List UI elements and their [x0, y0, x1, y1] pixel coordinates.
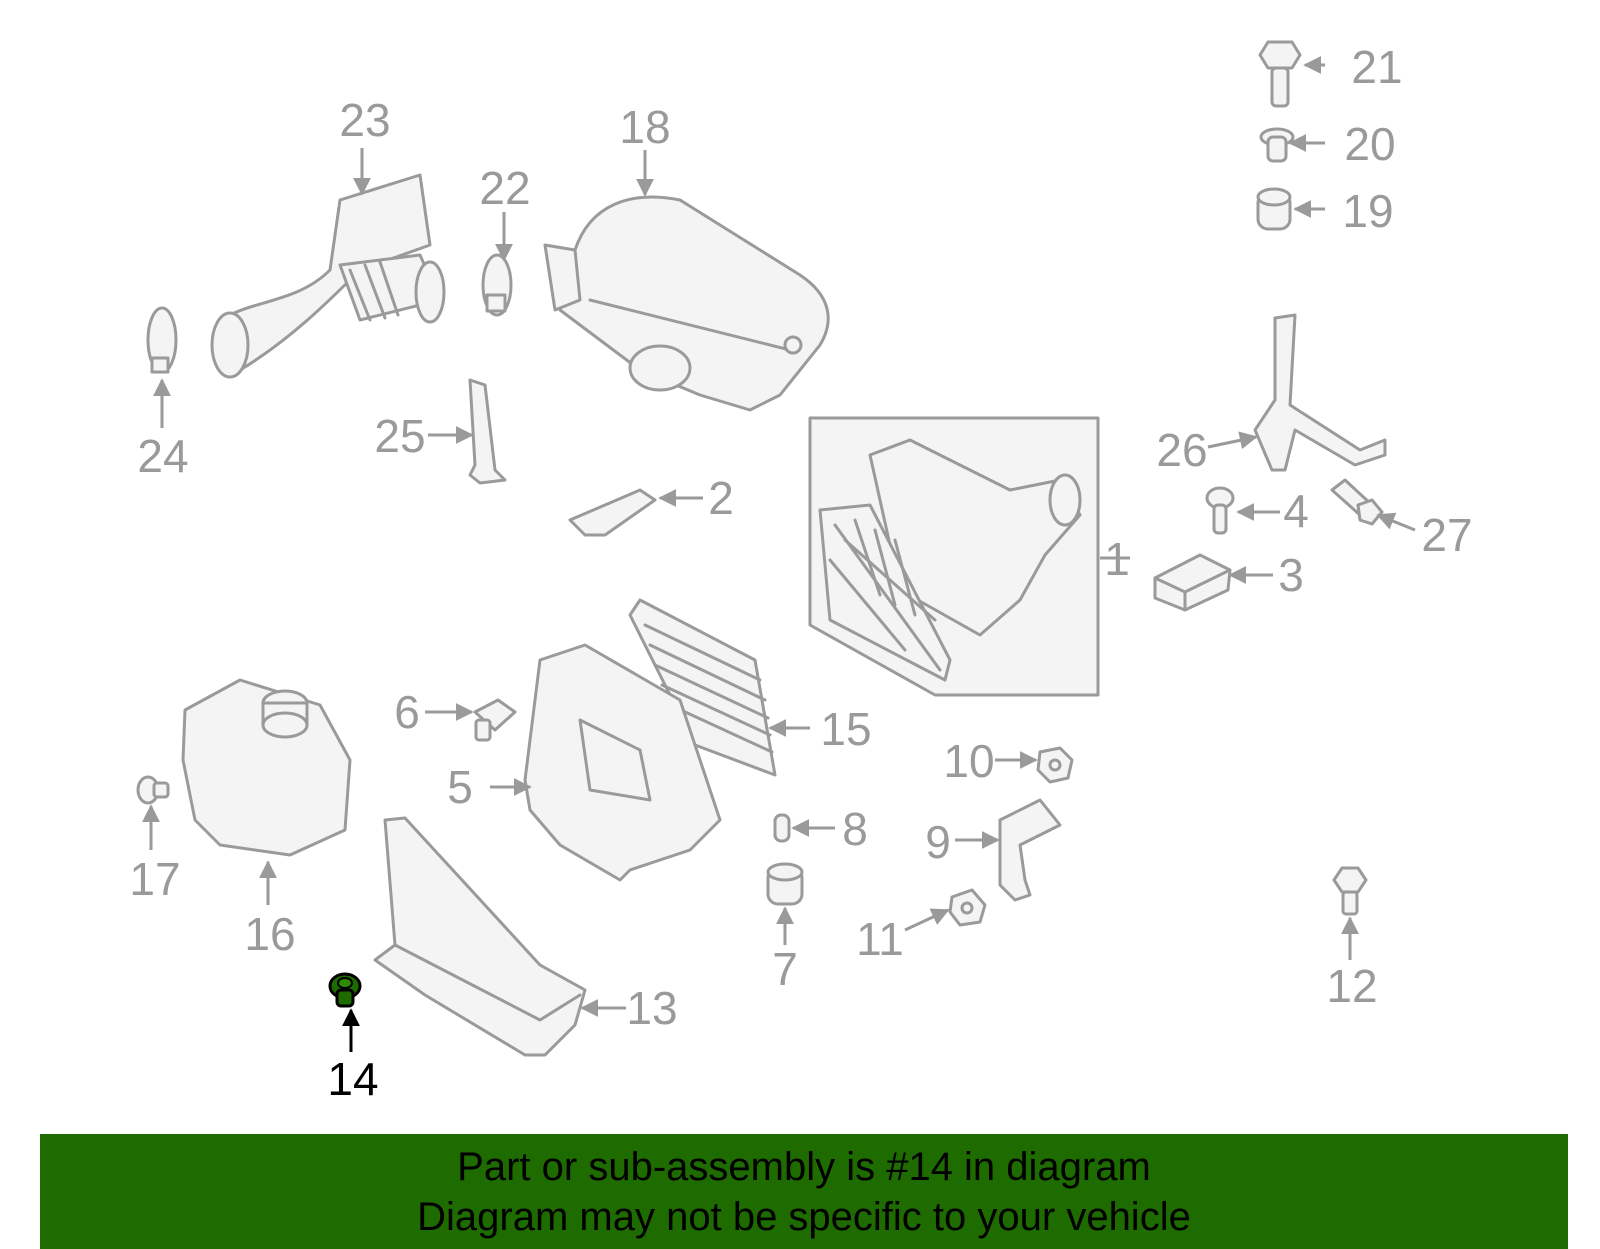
part-8-pin[interactable]	[773, 813, 791, 843]
part-11-nut[interactable]	[948, 888, 987, 927]
callout-19[interactable]: 19	[1342, 185, 1393, 237]
part-27-bolt[interactable]	[1330, 478, 1384, 526]
callout-5[interactable]: 5	[447, 761, 473, 813]
part-13-duct[interactable]	[373, 816, 587, 1057]
part-16-resonator[interactable]	[181, 678, 352, 857]
callout-13[interactable]: 13	[626, 982, 677, 1034]
callout-17[interactable]: 17	[129, 853, 180, 905]
callout-2[interactable]: 2	[708, 472, 734, 524]
part-24-hose-clamp[interactable]	[146, 306, 178, 374]
callout-3[interactable]: 3	[1278, 549, 1304, 601]
callout-27[interactable]: 27	[1421, 509, 1472, 561]
banner-part-notice: Part or sub-assembly is #14 in diagram	[457, 1144, 1151, 1189]
callout-8[interactable]: 8	[842, 803, 868, 855]
callout-4[interactable]: 4	[1283, 485, 1309, 537]
callout-21[interactable]: 21	[1351, 41, 1402, 93]
part-7-grommet[interactable]	[766, 862, 804, 906]
part-14-clip-highlighted[interactable]	[328, 972, 362, 1008]
callout-12[interactable]: 12	[1326, 960, 1377, 1012]
callout-10[interactable]: 10	[943, 735, 994, 787]
callout-14-highlighted[interactable]: 14	[327, 1053, 378, 1105]
part-22-clamp[interactable]	[481, 253, 513, 317]
part-9-bracket[interactable]	[998, 798, 1062, 902]
part-10-nut[interactable]	[1036, 746, 1074, 784]
callout-20[interactable]: 20	[1344, 118, 1395, 170]
part-6-grommet[interactable]	[473, 698, 517, 742]
callout-16[interactable]: 16	[244, 908, 295, 960]
banner-disclaimer: Diagram may not be specific to your vehi…	[417, 1194, 1191, 1239]
part-12-bolt[interactable]	[1332, 866, 1368, 916]
part-4-bolt[interactable]	[1205, 486, 1235, 535]
callout-1[interactable]: 1	[1104, 533, 1130, 585]
leader-lines	[142, 56, 1416, 1052]
part-5-lower-case[interactable]	[523, 643, 722, 882]
part-3-sensor[interactable]	[1153, 553, 1232, 612]
callout-26[interactable]: 26	[1156, 424, 1207, 476]
callout-7[interactable]: 7	[772, 943, 798, 995]
part-26-bracket[interactable]	[1253, 313, 1387, 472]
callout-18[interactable]: 18	[619, 101, 670, 153]
part-23-intake-duct[interactable]	[210, 173, 446, 379]
callout-25[interactable]: 25	[374, 410, 425, 462]
part-20-plug[interactable]	[1259, 127, 1295, 163]
part-17-clip[interactable]	[136, 775, 170, 805]
callout-9[interactable]: 9	[925, 816, 951, 868]
part-18-air-cleaner-cover[interactable]	[543, 195, 830, 412]
callout-15[interactable]: 15	[820, 703, 871, 755]
part-15-filter-element[interactable]	[628, 598, 777, 777]
callout-labels: 1 2 3 4 5 6 7 8 9 10 11 12 13 14 15 16 1…	[129, 41, 1472, 1105]
part-19-grommet[interactable]	[1256, 187, 1292, 231]
part-2-bracket[interactable]	[568, 488, 657, 537]
callout-23[interactable]: 23	[339, 94, 390, 146]
info-banner: Part or sub-assembly is #14 in diagram D…	[40, 1134, 1568, 1249]
part-1-air-cleaner-assembly[interactable]	[808, 416, 1100, 697]
part-25-bracket[interactable]	[468, 378, 507, 485]
callout-6[interactable]: 6	[394, 686, 420, 738]
callout-24[interactable]: 24	[137, 430, 188, 482]
callout-11[interactable]: 11	[856, 913, 904, 965]
callout-22[interactable]: 22	[479, 162, 530, 214]
part-21-bolt[interactable]	[1258, 40, 1302, 108]
